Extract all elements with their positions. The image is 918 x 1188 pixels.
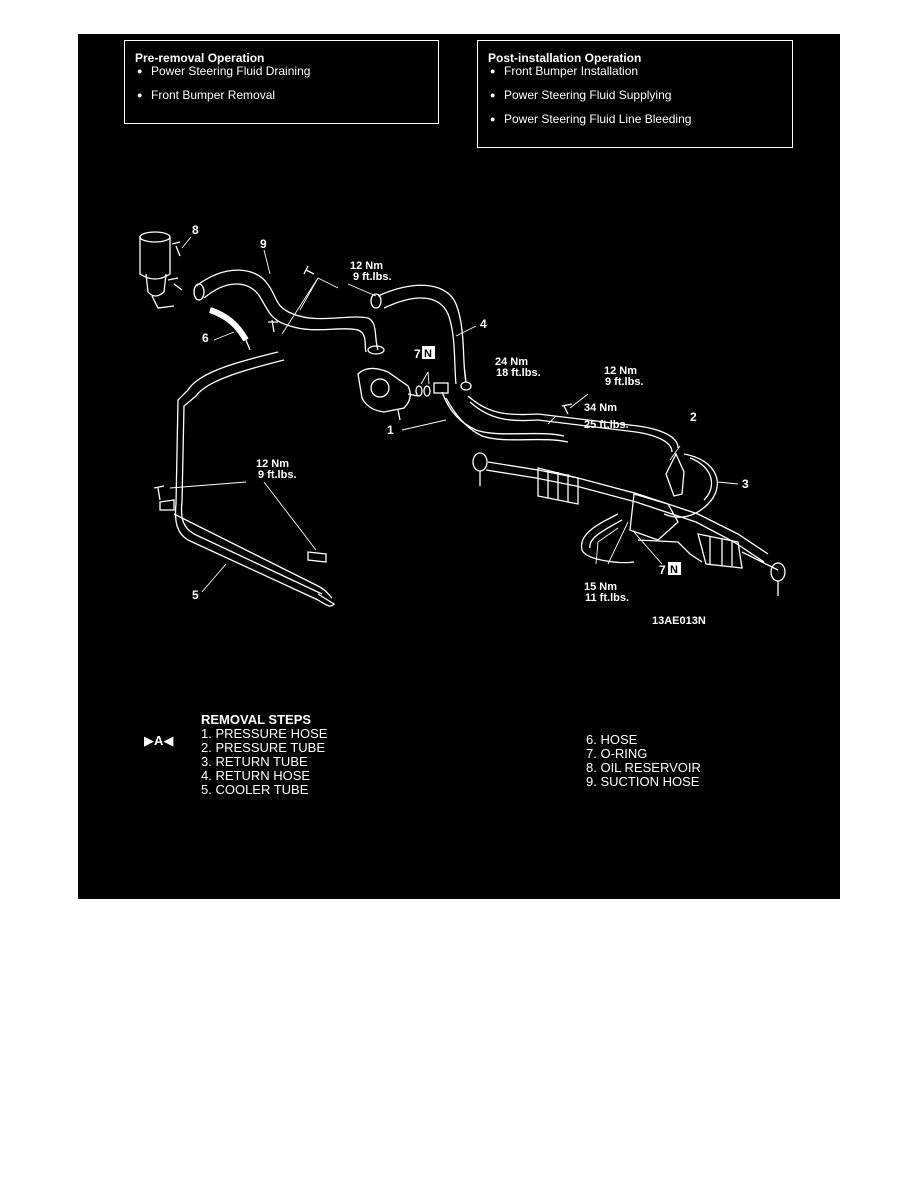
post-installation-title: Post-installation Operation <box>488 51 642 65</box>
removal-step: 6. HOSE <box>586 732 638 747</box>
callout-7-top: 7 <box>414 347 421 361</box>
post-installation-item: Front Bumper Installation <box>488 65 792 77</box>
callout-5: 5 <box>192 588 199 602</box>
pre-removal-item: Power Steering Fluid Draining <box>135 65 438 77</box>
callout-1: 1 <box>387 423 394 437</box>
torque-pump-ft: 18 ft.lbs. <box>496 367 541 379</box>
callout-3: 3 <box>742 477 749 491</box>
callout-7-bottom: 7 <box>659 563 666 577</box>
oring-badge-bottom <box>668 562 681 575</box>
oring-badge-bottom-label: N <box>670 564 678 576</box>
removal-step: 3. RETURN TUBE <box>201 754 308 769</box>
torque-tube-nm: 34 Nm <box>584 402 617 414</box>
torque-cooler-ft: 9 ft.lbs. <box>258 469 297 481</box>
callout-4: 4 <box>480 317 487 331</box>
pressure-hose-shape <box>441 391 565 437</box>
removal-steps-title: REMOVAL STEPS <box>201 712 312 727</box>
oring-badge-top <box>422 346 435 359</box>
removal-step: 1. PRESSURE HOSE <box>201 726 328 741</box>
torque-suction-nm: 12 Nm <box>350 260 383 272</box>
callout-8: 8 <box>192 223 199 237</box>
callout-9: 9 <box>260 237 267 251</box>
post-installation-box: Post-installation Operation Front Bumper… <box>477 40 793 148</box>
removal-step: 7. O-RING <box>586 746 648 761</box>
pre-removal-title: Pre-removal Operation <box>135 51 265 65</box>
removal-step: 8. OIL RESERVOIR <box>586 760 701 775</box>
callout-6: 6 <box>202 331 209 345</box>
torque-tube-ft: 25 ft.lbs. <box>584 419 629 431</box>
suction-hose-shape <box>193 269 385 355</box>
callout-2: 2 <box>690 410 697 424</box>
return-tube-shape <box>663 453 718 518</box>
post-installation-item: Power Steering Fluid Line Bleeding <box>488 113 792 125</box>
removal-step: 5. COOLER TUBE <box>201 782 309 797</box>
oring-badge-top-label: N <box>424 348 432 360</box>
steering-gear-shape <box>472 452 786 596</box>
removal-marker: ▶A◀ <box>144 733 174 748</box>
pre-removal-item: Front Bumper Removal <box>135 89 438 101</box>
torque-gear-ft: 11 ft.lbs. <box>585 592 629 604</box>
removal-step: 4. RETURN HOSE <box>201 768 311 783</box>
return-hose-shape <box>370 284 467 385</box>
torque-clamp-ft: 9 ft.lbs. <box>605 376 644 388</box>
torque-cooler-nm: 12 Nm <box>256 458 289 470</box>
diagram-panel: Pre-removal Operation Power Steering Flu… <box>78 34 840 899</box>
figure-code: 13AE013N <box>652 615 706 627</box>
torque-suction-ft: 9 ft.lbs. <box>353 271 392 283</box>
post-installation-item: Power Steering Fluid Supplying <box>488 89 792 101</box>
removal-steps-left: REMOVAL STEPS 1. PRESSURE HOSE 2. PRESSU… <box>201 713 327 797</box>
removal-step: 9. SUCTION HOSE <box>586 774 700 789</box>
torque-clamp-nm: 12 Nm <box>604 365 637 377</box>
torque-pump-nm: 24 Nm <box>495 356 528 368</box>
pressure-tube-shape <box>467 395 679 449</box>
removal-step: 2. PRESSURE TUBE <box>201 740 326 755</box>
power-steering-line-diagram: 8 9 4 6 7 1 2 3 7 5 N N 12 Nm 9 ft.lbs. … <box>139 223 786 627</box>
oil-reservoir-shape <box>139 231 183 309</box>
cooler-tube-shape <box>173 351 336 607</box>
pre-removal-box: Pre-removal Operation Power Steering Flu… <box>124 40 439 124</box>
removal-steps-right: 6. HOSE 7. O-RING 8. OIL RESERVOIR 9. SU… <box>586 733 701 789</box>
pump-shape <box>357 367 419 421</box>
hose-6-shape <box>208 307 249 342</box>
torque-gear-nm: 15 Nm <box>584 581 617 593</box>
leader-lines <box>169 236 739 593</box>
